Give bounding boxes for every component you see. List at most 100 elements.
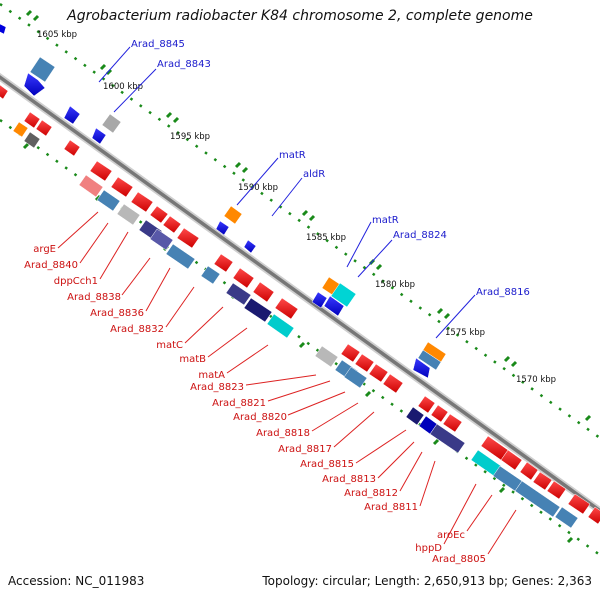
gene-label-hppd: hppD [415, 543, 442, 554]
map-title: Agrobacterium radiobacter K84 chromosome… [67, 8, 533, 24]
gene-matr-1 [215, 220, 230, 236]
gene-label-arad-8832: Arad_8832 [110, 324, 164, 335]
gene-feature-steelblue-5 [554, 506, 579, 529]
scale-label-1575: 1575 kbp [445, 328, 485, 338]
gene-labels-lower: argE Arad_8840 dppCch1 Arad_8838 Arad_88… [24, 244, 486, 565]
gene-label-arad-8815: Arad_8815 [300, 459, 354, 470]
gene-label-arad-8823: Arad_8823 [190, 382, 244, 393]
genome-backbone [0, 72, 600, 516]
gene-label-arad-8824: Arad_8824 [393, 230, 447, 241]
accession-text: Accession: NC_011983 [8, 574, 145, 588]
topology-text: Topology: circular; Length: 2,650,913 bp… [262, 574, 592, 588]
leader-lines-upper [98, 46, 476, 339]
gene-feature-red-15 [340, 343, 361, 363]
gene-feature-red-17 [368, 363, 389, 383]
gene-label-matr-1: matR [279, 150, 306, 161]
scale-label-1590: 1590 kbp [238, 183, 278, 193]
gene-feature-red-12 [232, 267, 255, 289]
gene-label-arad-8843: Arad_8843 [157, 59, 211, 70]
gene-dppcch1 [116, 203, 141, 226]
gene-label-arad-8813: Arad_8813 [322, 474, 376, 485]
gene-feature-red-20 [430, 404, 449, 423]
gene-feature-red-26 [546, 480, 567, 500]
gene-feature-red-2 [23, 111, 41, 129]
gene-feature-red-19 [417, 395, 436, 414]
scale-labels: 1605 kbp 1600 kbp 1595 kbp 1590 kbp 1585… [37, 30, 556, 385]
gene-label-arad-8811: Arad_8811 [364, 502, 418, 513]
gene-feature-steelblue-1 [29, 56, 56, 83]
gene-matb [243, 297, 273, 323]
gene-arad-8817 [405, 406, 425, 426]
gene-label-aldr: aldR [303, 169, 325, 180]
gene-feature-red-9 [162, 215, 182, 234]
gene-label-matb: matB [179, 354, 206, 365]
gene-feature-gray-1 [101, 113, 122, 134]
gene-label-matc: matC [156, 340, 183, 351]
gene-arad-8845 [23, 72, 46, 97]
gene-argE [78, 174, 104, 198]
scale-label-1605: 1605 kbp [37, 30, 77, 40]
gene-feature-red-1 [0, 84, 9, 100]
gene-feature-orange-1 [223, 205, 243, 225]
gene-feature-red-10 [176, 227, 200, 249]
gene-label-arad-8805: Arad_8805 [432, 554, 486, 565]
gene-label-arad-8845: Arad_8845 [131, 39, 185, 50]
gene-feature-red-18 [382, 373, 404, 394]
gene-label-arad-8840: Arad_8840 [24, 260, 78, 271]
gene-feature-blue-1 [91, 127, 107, 145]
gene-feature-red-27 [567, 493, 591, 515]
gene-feature-red-6 [110, 176, 134, 198]
scale-label-1585: 1585 kbp [306, 233, 346, 243]
gene-arad-8805 [514, 480, 561, 518]
gene-label-arad-8820: Arad_8820 [233, 412, 287, 423]
gene-arad-8845-edge [0, 23, 7, 35]
scale-label-1580: 1580 kbp [375, 280, 415, 290]
gene-arad-8813 [429, 423, 466, 454]
gene-aldr [243, 239, 257, 254]
gene-label-arad-8812: Arad_8812 [344, 488, 398, 499]
gene-feature-red-5 [89, 160, 113, 182]
gene-feature-darkgray-1 [23, 131, 41, 149]
genes-reverse-strand [0, 23, 447, 379]
scale-label-1595: 1595 kbp [170, 132, 210, 142]
gene-feature-red-13 [252, 281, 275, 303]
gene-matc [225, 282, 252, 306]
gene-feature-red-24 [519, 461, 539, 481]
gene-feature-red-7 [130, 191, 154, 213]
gene-label-aroec: aroEc [437, 530, 465, 541]
leader-lines-lower [57, 211, 517, 555]
gene-arad-8816 [412, 357, 431, 379]
gene-label-dppcch1: dppCch1 [54, 276, 98, 287]
gene-arad-8824 [323, 295, 345, 317]
gene-arad-8832 [165, 243, 196, 270]
gene-feature-red-21 [442, 413, 463, 433]
scale-label-1600: 1600 kbp [103, 82, 143, 92]
gene-feature-steelblue-2 [417, 349, 442, 371]
gene-feature-steelblue-3 [200, 265, 221, 285]
gene-label-arad-8817: Arad_8817 [278, 444, 332, 455]
gene-label-arad-8821: Arad_8821 [212, 398, 266, 409]
gene-feature-red-14 [274, 297, 299, 320]
gene-label-arad-8836: Arad_8836 [90, 308, 144, 319]
gene-mata [266, 313, 295, 339]
gene-feature-cyan-1 [330, 282, 357, 308]
gene-label-arad-8838: Arad_8838 [67, 292, 121, 303]
gene-arad-8840 [96, 189, 121, 212]
gene-label-arge: argE [33, 244, 56, 255]
gene-feature-red-16 [354, 353, 375, 373]
gene-arad-8843 [63, 105, 81, 125]
gene-arad-8823 [314, 345, 339, 368]
gene-label-matr-2: matR [372, 215, 399, 226]
gene-feature-red-25 [532, 471, 553, 491]
gene-feature-red-23 [500, 449, 523, 471]
gene-feature-steelblue-4 [343, 366, 368, 389]
gene-feature-orange-4 [12, 121, 29, 138]
gene-matr-2 [311, 291, 328, 309]
scale-ring-outer [0, 2, 600, 440]
gene-label-mata: matA [198, 370, 225, 381]
gene-feature-red-3 [35, 119, 53, 137]
gene-arad-8836 [149, 228, 174, 251]
gene-labels-upper: Arad_8845 Arad_8843 matR aldR matR Arad_… [131, 39, 530, 298]
scale-label-1570: 1570 kbp [516, 375, 556, 385]
